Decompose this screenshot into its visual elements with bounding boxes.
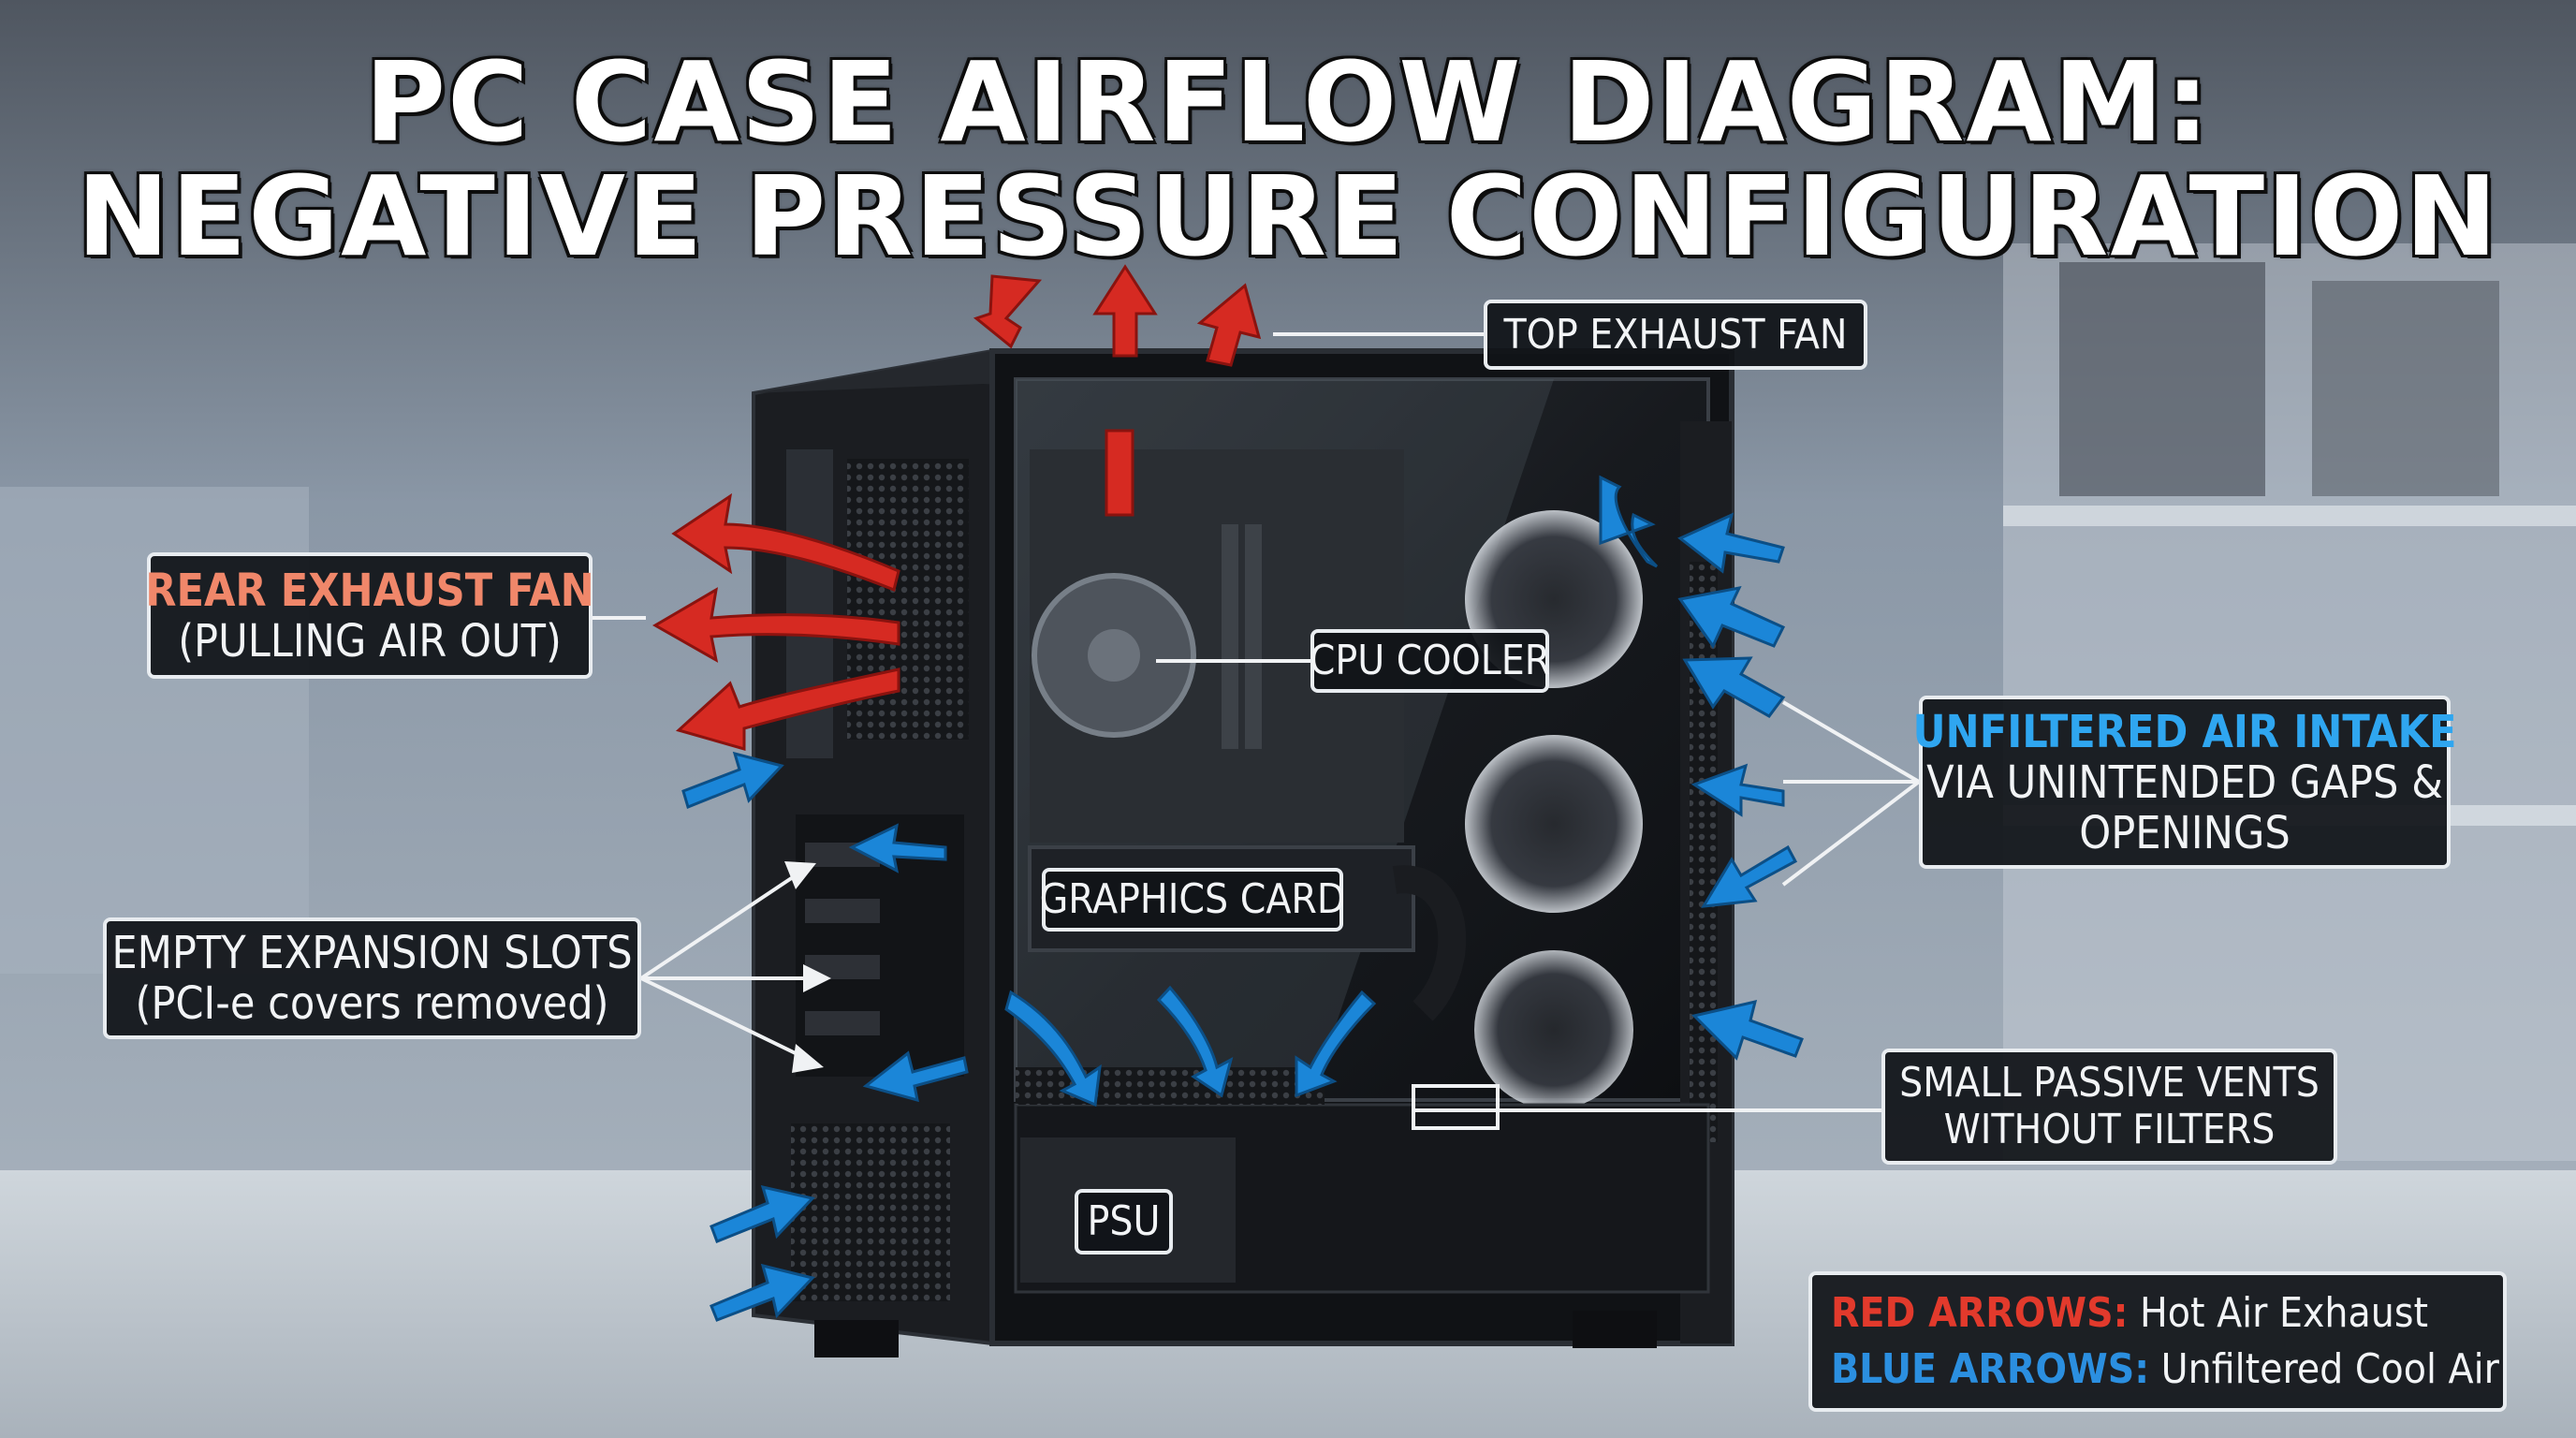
label-cpu-cooler: CPU COOLER	[1310, 629, 1549, 693]
diagram-title-line-1: PC CASE AIRFLOW DIAGRAM:	[0, 37, 2576, 167]
legend-row-blue: BLUE ARROWS: Unfiltered Cool Air	[1831, 1342, 2484, 1398]
legend-text-red: Hot Air Exhaust	[2128, 1289, 2428, 1337]
label-unfiltered-air-intake: UNFILTERED AIR INTAKE VIA UNINTENDED GAP…	[1919, 696, 2451, 869]
label-text: PSU	[1088, 1198, 1161, 1245]
label-subtitle: (PCI-e covers removed)	[135, 978, 608, 1029]
shelf-motherboard	[2312, 281, 2499, 496]
label-title: REAR EXHAUST FAN	[145, 565, 594, 616]
front-vent-strip	[1690, 562, 1718, 1142]
psu-rear-mesh	[791, 1123, 950, 1301]
label-text: GRAPHICS CARD	[1040, 876, 1346, 923]
case-foot	[1573, 1311, 1657, 1348]
ram-stick	[1245, 524, 1262, 749]
label-text: SMALL PASSIVE VENTS	[1899, 1060, 2320, 1107]
label-text: CPU COOLER	[1310, 638, 1551, 684]
legend: RED ARROWS: Hot Air Exhaust BLUE ARROWS:…	[1808, 1271, 2507, 1412]
label-subtitle: (PULLING AIR OUT)	[178, 616, 562, 667]
label-rear-exhaust-fan: REAR EXHAUST FAN (PULLING AIR OUT)	[147, 552, 593, 679]
label-graphics-card: GRAPHICS CARD	[1042, 868, 1343, 932]
label-empty-expansion-slots: EMPTY EXPANSION SLOTS (PCI-e covers remo…	[103, 917, 641, 1039]
label-psu: PSU	[1075, 1189, 1173, 1255]
top-exhaust-inner-arrow	[1106, 431, 1133, 515]
label-subtitle: OPENINGS	[2079, 808, 2291, 858]
expansion-slot	[805, 899, 880, 923]
legend-key-blue: BLUE ARROWS:	[1831, 1345, 2149, 1393]
cpu-cooler-hub	[1088, 629, 1140, 682]
legend-key-red: RED ARROWS:	[1831, 1289, 2128, 1337]
psu-shroud-vents	[1016, 1067, 1325, 1105]
label-small-passive-vents: SMALL PASSIVE VENTS WITHOUT FILTERS	[1881, 1049, 2337, 1165]
shelf-board	[2003, 506, 2576, 526]
label-text: WITHOUT FILTERS	[1944, 1107, 2276, 1153]
label-subtitle: VIA UNINTENDED GAPS &	[1926, 757, 2443, 808]
shelf-motherboard	[2059, 262, 2265, 496]
label-top-exhaust-fan: TOP EXHAUST FAN	[1484, 300, 1867, 370]
expansion-slot	[805, 1011, 880, 1035]
label-title: EMPTY EXPANSION SLOTS	[111, 928, 632, 978]
label-title: UNFILTERED AIR INTAKE	[1912, 707, 2456, 757]
case-foot	[814, 1320, 899, 1357]
ram-stick	[1222, 524, 1238, 749]
front-fan	[1465, 735, 1643, 913]
diagram-title-line-2: NEGATIVE PRESSURE CONFIGURATION	[0, 152, 2576, 281]
legend-row-red: RED ARROWS: Hot Air Exhaust	[1831, 1285, 2484, 1342]
label-text: TOP EXHAUST FAN	[1504, 312, 1848, 359]
legend-text-blue: Unfiltered Cool Air	[2149, 1345, 2499, 1393]
